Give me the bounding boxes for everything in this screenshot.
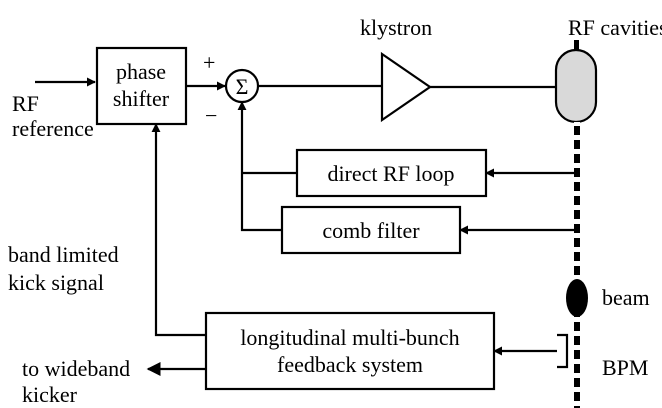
- comb-filter-block: [280, 205, 462, 255]
- sigma-symbol: Σ: [236, 74, 249, 99]
- plus-sign: +: [203, 50, 215, 75]
- wideband-kicker-label-line2: kicker: [22, 382, 78, 407]
- phase-shifter-label-line2: shifter: [113, 86, 170, 111]
- direct-rf-loop-label: direct RF loop: [327, 161, 454, 186]
- klystron-label: klystron: [360, 15, 432, 40]
- wideband-kicker-label-line1: to wideband: [22, 356, 130, 381]
- comb-filter-label: comb filter: [322, 218, 420, 243]
- bpm-pickup: [557, 333, 569, 369]
- beam-pipe: [574, 122, 580, 408]
- klystron-amplifier: [380, 51, 432, 123]
- beam-label: beam: [602, 285, 650, 310]
- beam-bunch: [566, 279, 588, 317]
- feedback-system-block: [204, 311, 496, 391]
- bpm-label: BPM: [602, 355, 648, 380]
- rf-reference-label-line2: reference: [12, 116, 94, 141]
- beam-pipe-top: [574, 40, 579, 50]
- rf-cavity: [554, 48, 598, 124]
- rf-cavities-label: RF cavities: [568, 15, 662, 40]
- feedback-system-label-line1: longitudinal multi-bunch: [240, 325, 459, 350]
- phase-shifter-label-line1: phase: [116, 59, 166, 84]
- kick-signal-label-line2: kick signal: [8, 270, 104, 295]
- comb-loop-return: [237, 101, 282, 232]
- feedback-system-label-line2: feedback system: [277, 352, 423, 377]
- kick-signal-path: [151, 123, 206, 337]
- kick-signal-label-line1: band limited: [8, 242, 119, 267]
- rf-reference-label-line1: RF: [12, 91, 39, 116]
- minus-sign: −: [205, 103, 217, 128]
